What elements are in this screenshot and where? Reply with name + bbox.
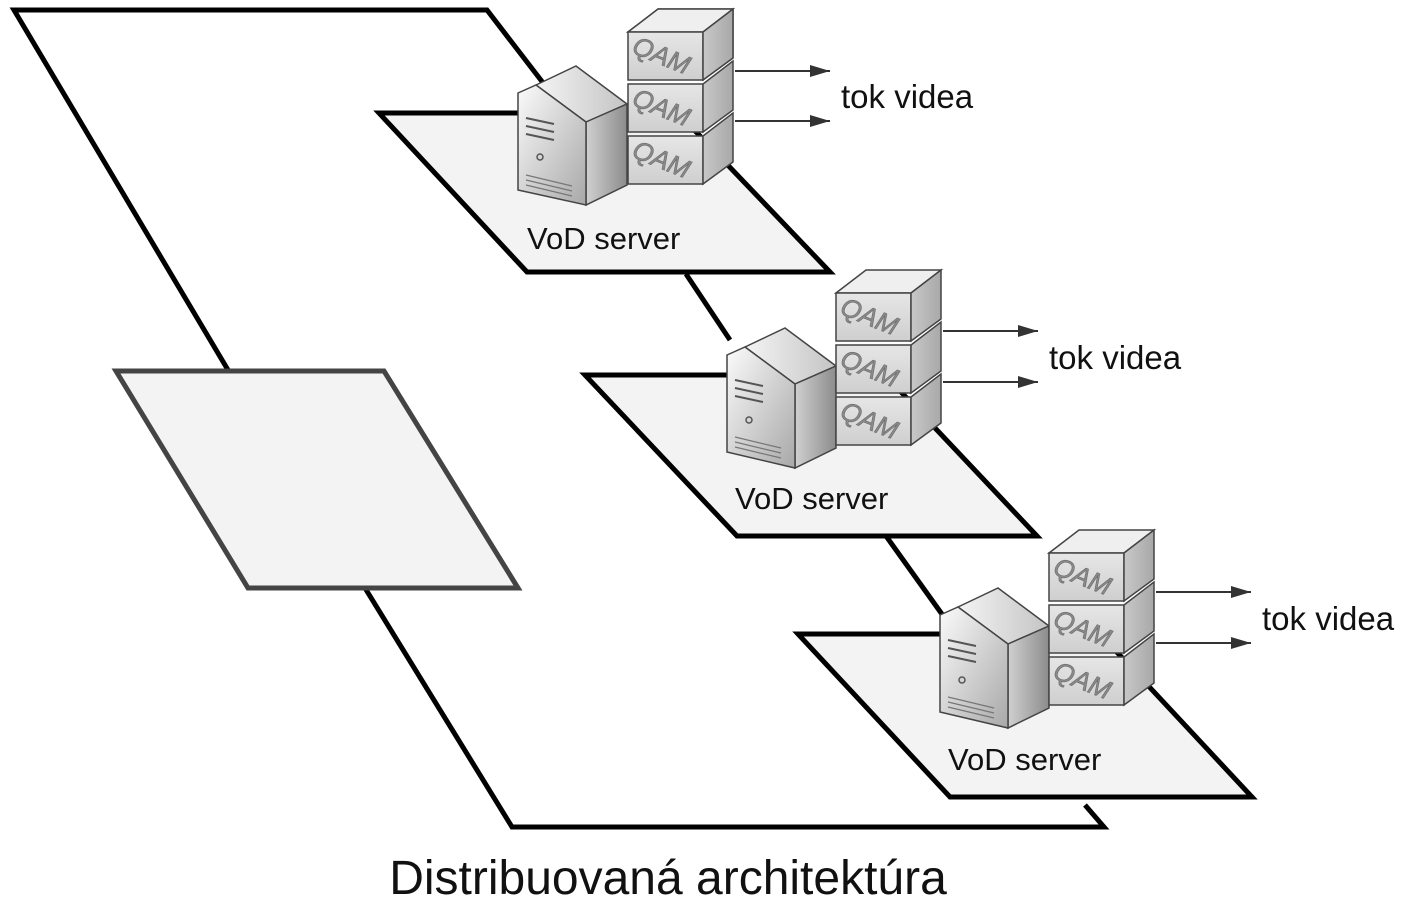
server-label: VoD server bbox=[735, 481, 888, 516]
node-3: QAM QAM QAM tok videa VoD server bbox=[792, 528, 1395, 800]
backplane-outline-bottom bbox=[362, 586, 1110, 830]
qam-module: QAM bbox=[835, 372, 942, 447]
backplane-outline bbox=[9, 7, 549, 372]
qam-module: QAM bbox=[833, 268, 944, 343]
side-panel bbox=[111, 368, 523, 591]
stream-label: tok videa bbox=[1262, 600, 1395, 637]
stream-label: tok videa bbox=[1049, 339, 1182, 376]
backplane-link-2 bbox=[883, 534, 947, 619]
qam-module: QAM bbox=[627, 59, 734, 134]
server-label: VoD server bbox=[948, 742, 1101, 777]
qam-stack: QAM QAM QAM bbox=[625, 7, 736, 186]
server-icon bbox=[939, 587, 1051, 730]
qam-module: QAM bbox=[627, 111, 734, 186]
diagram-title: Distribuovaná architektúra bbox=[389, 852, 947, 897]
qam-stack: QAM QAM QAM bbox=[833, 268, 944, 447]
qam-module: QAM bbox=[1046, 528, 1157, 603]
qam-module: QAM bbox=[835, 320, 942, 395]
qam-module: QAM bbox=[1048, 580, 1155, 655]
node-1: QAM QAM QAM tok videa VoD server bbox=[373, 7, 974, 275]
server-label: VoD server bbox=[527, 221, 680, 256]
qam-module: QAM bbox=[1048, 632, 1155, 707]
qam-stack: QAM QAM QAM bbox=[1046, 528, 1157, 707]
qam-module: QAM bbox=[625, 7, 736, 82]
backplane-link-1 bbox=[683, 272, 733, 342]
server-icon bbox=[517, 65, 629, 207]
node-2: QAM QAM QAM tok videa VoD server bbox=[579, 268, 1182, 539]
server-icon bbox=[726, 327, 838, 470]
stream-label: tok videa bbox=[841, 78, 974, 115]
